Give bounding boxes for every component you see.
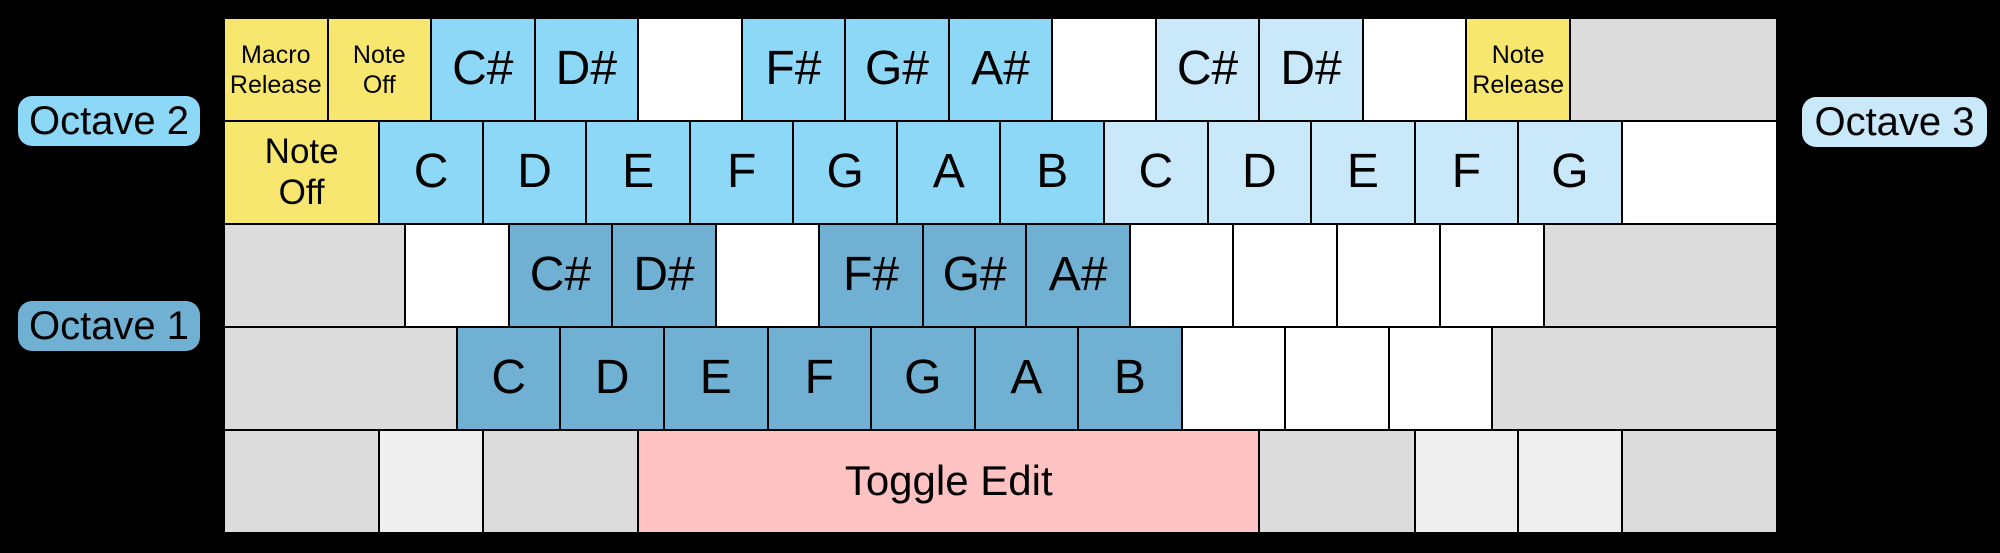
- key-note-dsharp-oct3: D#: [1259, 18, 1363, 121]
- key-note-g-oct3: G: [1518, 121, 1622, 224]
- octave-1-label: Octave 1: [18, 301, 200, 351]
- key-note-off-num: Note Off: [327, 18, 432, 121]
- key-note-gsharp-oct2: G#: [845, 18, 949, 121]
- key-menu-unmapped: [1518, 430, 1622, 533]
- key-unmapped: [1362, 18, 1467, 121]
- octave-3-label: Octave 3: [1802, 97, 1987, 147]
- key-backspace-unmapped: [1569, 18, 1777, 121]
- key-note-asharp-oct1: A#: [1026, 224, 1130, 327]
- key-rmeta-unmapped: [1414, 430, 1519, 533]
- key-unmapped: [1388, 327, 1493, 430]
- key-unmapped: [715, 224, 820, 327]
- key-note-d-oct3: D: [1207, 121, 1312, 224]
- key-note-a-oct2: A: [896, 121, 1001, 224]
- key-note-b-oct2: B: [1000, 121, 1105, 224]
- key-note-off-tab: Note Off: [224, 121, 380, 224]
- key-lalt-unmapped: [482, 430, 639, 533]
- key-note-fsharp-oct1: F#: [819, 224, 923, 327]
- key-note-fsharp-oct2: F#: [741, 18, 846, 121]
- key-unmapped: [405, 224, 509, 327]
- key-unmapped: [1440, 224, 1545, 327]
- key-note-gsharp-oct1: G#: [922, 224, 1027, 327]
- key-note-c-oct3: C: [1104, 121, 1208, 224]
- key-note-g-oct1: G: [871, 327, 975, 430]
- key-unmapped: [1285, 327, 1389, 430]
- key-note-c-oct1: C: [456, 327, 561, 430]
- key-rctrl-unmapped: [1621, 430, 1777, 533]
- key-note-release: Note Release: [1466, 18, 1570, 121]
- key-lshift-unmapped: [224, 327, 457, 430]
- key-unmapped: [1052, 18, 1156, 121]
- key-note-b-oct1: B: [1078, 327, 1182, 430]
- key-note-g-oct2: G: [793, 121, 897, 224]
- key-unmapped: [1181, 327, 1286, 430]
- key-unmapped: [1233, 224, 1337, 327]
- key-rshift-unmapped: [1492, 327, 1777, 430]
- key-note-csharp-oct1: C#: [508, 224, 613, 327]
- key-capslock-unmapped: [224, 224, 406, 327]
- key-note-f-oct3: F: [1414, 121, 1519, 224]
- bottom-row: Toggle Edit: [224, 430, 1777, 533]
- home-row: C#D# F#G#A#: [224, 224, 1777, 327]
- key-ralt-unmapped: [1259, 430, 1415, 533]
- octave-2-label: Octave 2: [18, 96, 200, 146]
- key-unmapped: [638, 18, 742, 121]
- key-note-e-oct3: E: [1311, 121, 1415, 224]
- key-toggle-edit: Toggle Edit: [638, 430, 1260, 533]
- key-unmapped: [1129, 224, 1234, 327]
- key-note-csharp-oct2: C#: [431, 18, 535, 121]
- key-enter-unmapped: [1544, 224, 1777, 327]
- key-note-f-oct1: F: [767, 327, 872, 430]
- key-note-d-oct1: D: [560, 327, 664, 430]
- key-note-dsharp-oct2: D#: [534, 18, 639, 121]
- key-note-e-oct1: E: [664, 327, 768, 430]
- key-note-a-oct1: A: [974, 327, 1079, 430]
- key-note-d-oct2: D: [482, 121, 587, 224]
- key-unmapped: [1621, 121, 1777, 224]
- key-note-e-oct2: E: [586, 121, 690, 224]
- key-note-f-oct2: F: [689, 121, 794, 224]
- key-note-asharp-oct2: A#: [948, 18, 1053, 121]
- key-note-c-oct2: C: [379, 121, 483, 224]
- key-unmapped: [1336, 224, 1441, 327]
- key-note-dsharp-oct1: D#: [612, 224, 716, 327]
- key-lctrl-unmapped: [224, 430, 380, 533]
- key-lmeta-unmapped: [379, 430, 483, 533]
- key-macro-release: Macro Release: [224, 18, 328, 121]
- key-note-csharp-oct3: C#: [1155, 18, 1260, 121]
